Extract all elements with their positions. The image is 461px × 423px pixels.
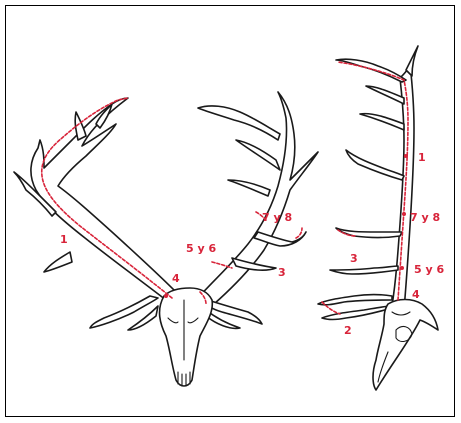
front-right-crown-b bbox=[236, 140, 280, 170]
front-right-crown-c bbox=[228, 180, 270, 196]
front-view: 1 4 5 y 6 7 y 8 3 bbox=[14, 92, 318, 386]
side-tine-bez bbox=[322, 306, 392, 320]
side-label-1: 1 bbox=[418, 151, 426, 164]
front-skull bbox=[160, 288, 213, 386]
front-left-brow bbox=[90, 296, 158, 328]
front-measure-dot bbox=[164, 294, 168, 298]
side-tine-brow bbox=[318, 295, 392, 305]
side-measure-dot-7y8 bbox=[402, 212, 406, 216]
front-left-tine-1 bbox=[44, 252, 72, 272]
side-measure-dot-5y6 bbox=[400, 266, 404, 270]
side-crown-tine-a bbox=[406, 46, 418, 76]
side-tine-upper bbox=[346, 150, 404, 180]
side-label-5y6: 5 y 6 bbox=[414, 263, 444, 276]
side-tine-3 bbox=[336, 228, 402, 238]
side-label-2: 2 bbox=[344, 324, 352, 337]
front-measure-line-3 bbox=[296, 228, 302, 238]
side-crown-tine-d bbox=[360, 114, 404, 130]
front-label-3: 3 bbox=[278, 266, 286, 279]
front-label-5y6: 5 y 6 bbox=[186, 242, 216, 255]
side-label-3: 3 bbox=[350, 252, 358, 265]
side-measure-dot-1 bbox=[404, 154, 408, 158]
front-label-1: 1 bbox=[60, 233, 68, 246]
side-view: 1 7 y 8 3 5 y 6 4 2 bbox=[318, 46, 444, 390]
front-label-4: 4 bbox=[172, 272, 180, 285]
side-skull bbox=[373, 300, 438, 391]
side-crown-tine-c bbox=[366, 86, 404, 104]
front-right-crown-a bbox=[198, 106, 280, 140]
side-label-4: 4 bbox=[412, 288, 420, 301]
front-label-7y8: 7 y 8 bbox=[262, 211, 292, 224]
side-label-7y8: 7 y 8 bbox=[410, 211, 440, 224]
side-tine-trez bbox=[330, 266, 398, 274]
